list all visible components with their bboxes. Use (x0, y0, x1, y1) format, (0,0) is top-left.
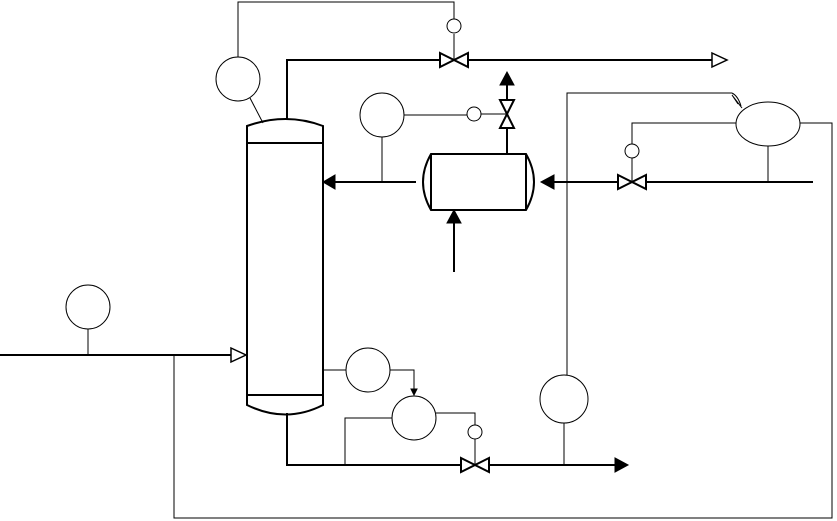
reflux-valve (617, 143, 647, 191)
top-vapor-valve (439, 18, 469, 69)
distillation-column (246, 118, 324, 416)
reflux-line (322, 174, 416, 190)
product-instrument (539, 374, 589, 465)
feed-line (0, 346, 248, 364)
top-vapor-line (286, 51, 729, 120)
column-bottom-instrument (323, 347, 418, 397)
vent-line (499, 70, 515, 154)
vent-valve (466, 99, 516, 129)
signal-loop (173, 92, 833, 519)
column-top-instrument (215, 1, 455, 124)
feed-instrument (65, 284, 111, 355)
drum-inlet-right (539, 174, 813, 190)
condenser-drum (422, 153, 535, 211)
flow-controller-bottom (344, 395, 483, 465)
drum-inlet-bottom (446, 208, 462, 272)
bottoms-line (286, 413, 630, 473)
ratio-controller-right (631, 101, 833, 182)
condenser-instrument (359, 92, 467, 182)
bottoms-valve (460, 456, 490, 474)
